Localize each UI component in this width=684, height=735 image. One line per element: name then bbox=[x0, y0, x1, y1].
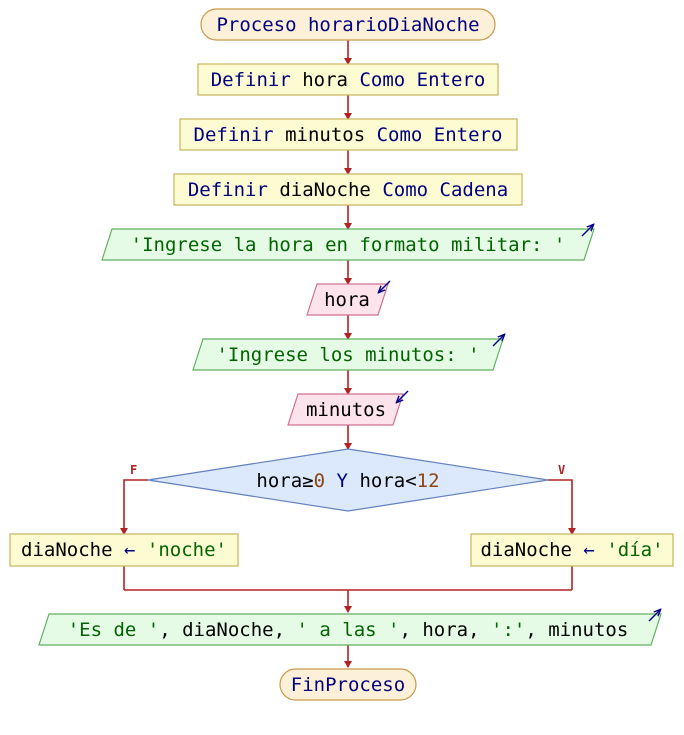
separator: , bbox=[525, 619, 548, 641]
assign-var: diaNoche bbox=[21, 539, 113, 561]
edge-decision-true bbox=[548, 479, 576, 535]
input-arrow-icon bbox=[397, 390, 409, 402]
end-terminal: FinProceso bbox=[279, 668, 417, 701]
false-label: F bbox=[130, 463, 137, 477]
cond-var: hora bbox=[359, 470, 405, 492]
output-text: 'Ingrese los minutos: ' bbox=[216, 344, 479, 366]
start-keyword: Proceso bbox=[216, 14, 296, 36]
input-arrow-icon bbox=[379, 280, 391, 292]
assign-arrow: ← bbox=[124, 539, 135, 561]
separator: , bbox=[468, 619, 491, 641]
type-keyword: Como Entero bbox=[359, 69, 485, 91]
process-name: horarioDiaNoche bbox=[308, 14, 480, 36]
end-keyword: FinProceso bbox=[291, 674, 405, 696]
result-var: hora bbox=[422, 619, 468, 641]
cond-operator: ≥ bbox=[302, 470, 313, 492]
type-keyword: Como Cadena bbox=[382, 179, 508, 201]
assign-value: 'noche' bbox=[147, 539, 227, 561]
edge-decision-false bbox=[120, 479, 148, 535]
define-keyword: Definir bbox=[194, 124, 274, 146]
assign-var: diaNoche bbox=[480, 539, 572, 561]
output-arrow-icon bbox=[648, 610, 660, 622]
output-prompt-hora: 'Ingrese la hora en formato militar: ' bbox=[101, 225, 594, 261]
cond-operator: < bbox=[405, 470, 416, 492]
assign-dia-box: diaNoche ← 'día' bbox=[470, 533, 674, 567]
result-var: minutos bbox=[548, 619, 628, 641]
input-hora: hora bbox=[306, 280, 391, 316]
define-hora-box: Definir hora Como Entero bbox=[197, 63, 499, 96]
separator: , bbox=[159, 619, 182, 641]
separator: , bbox=[399, 619, 422, 641]
svg-text:Definir minutos Como Entero: Definir minutos Como Entero bbox=[194, 124, 503, 146]
input-text: hora bbox=[324, 289, 370, 311]
output-result: 'Es de ', diaNoche, ' a las ', hora, ':'… bbox=[38, 610, 661, 646]
input-text: minutos bbox=[306, 399, 386, 421]
svg-text:hora≥0 Y hora<12: hora≥0 Y hora<12 bbox=[256, 470, 439, 492]
define-dianoche-box: Definir diaNoche Como Cadena bbox=[173, 173, 523, 206]
start-terminal: Proceso horarioDiaNoche bbox=[200, 8, 496, 41]
define-minutos-box: Definir minutos Como Entero bbox=[179, 118, 518, 151]
output-arrow-icon bbox=[581, 225, 593, 237]
result-var: diaNoche bbox=[182, 619, 274, 641]
assign-value: 'día' bbox=[606, 539, 663, 561]
svg-text:'Es de ', diaNoche, ' a las ',: 'Es de ', diaNoche, ' a las ', hora, ':'… bbox=[68, 619, 629, 641]
define-keyword: Definir bbox=[188, 179, 268, 201]
cond-keyword: Y bbox=[337, 470, 349, 492]
assign-arrow: ← bbox=[583, 539, 594, 561]
cond-var: hora bbox=[256, 470, 302, 492]
svg-text:Definir diaNoche Como Cadena: Definir diaNoche Como Cadena bbox=[188, 179, 508, 201]
output-prompt-minutos: 'Ingrese los minutos: ' bbox=[192, 335, 504, 371]
var-name: hora bbox=[302, 69, 348, 91]
define-keyword: Definir bbox=[211, 69, 291, 91]
output-text: 'Ingrese la hora en formato militar: ' bbox=[131, 234, 566, 256]
true-label: V bbox=[558, 463, 565, 477]
result-string: ' a las ' bbox=[297, 619, 400, 641]
cond-number: 12 bbox=[417, 470, 440, 492]
var-name: diaNoche bbox=[279, 179, 371, 201]
assign-noche-box: diaNoche ← 'noche' bbox=[9, 533, 239, 567]
svg-text:diaNoche ← 'noche': diaNoche ← 'noche' bbox=[21, 539, 227, 561]
var-name: minutos bbox=[285, 124, 365, 146]
type-keyword: Como Entero bbox=[377, 124, 503, 146]
cond-number: 0 bbox=[314, 470, 325, 492]
result-string: ':' bbox=[491, 619, 525, 641]
svg-text:Definir hora Como Entero: Definir hora Como Entero bbox=[211, 69, 486, 91]
connectors bbox=[120, 40, 576, 668]
result-string: 'Es de ' bbox=[68, 619, 160, 641]
svg-text:diaNoche ← 'día': diaNoche ← 'día' bbox=[480, 539, 663, 561]
decision-diamond: hora≥0 Y hora<12 bbox=[147, 448, 549, 512]
separator: , bbox=[274, 619, 297, 641]
input-minutos: minutos bbox=[287, 390, 409, 426]
svg-text:Proceso horarioDiaNoche: Proceso horarioDiaNoche bbox=[216, 14, 479, 36]
output-arrow-icon bbox=[492, 335, 504, 347]
